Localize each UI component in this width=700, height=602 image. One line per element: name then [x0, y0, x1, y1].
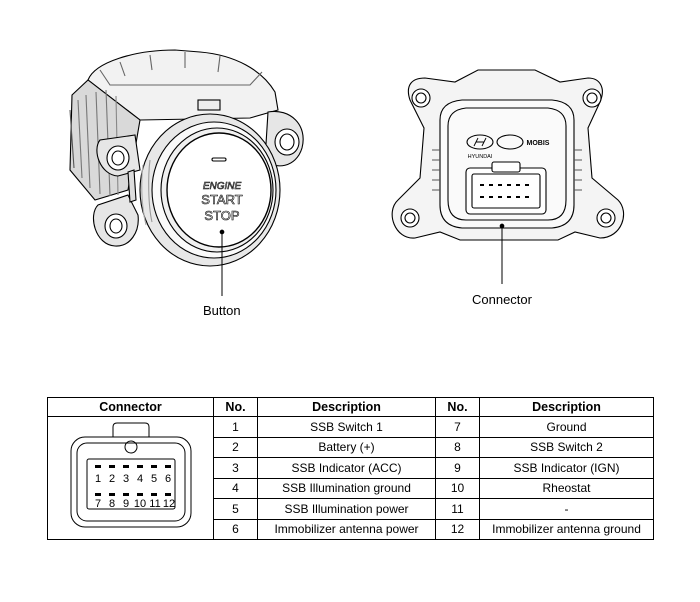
table-row: 5 SSB Illumination power 11 -: [48, 498, 654, 520]
pin-label: 5: [150, 473, 156, 485]
pin-description: Ground: [479, 416, 654, 438]
pin-label: 11: [149, 498, 160, 510]
table-row: 6 Immobilizer antenna power 12 Immobiliz…: [48, 518, 654, 540]
table-row: 1 2 3 4 5 6 7 8 9 10 11 12 1: [47, 416, 654, 540]
header-no-b: No.: [435, 397, 480, 417]
table-row: 2 Battery (+) 8 SSB Switch 2: [48, 436, 654, 458]
header-no-a: No.: [213, 397, 258, 417]
pin-label: 12: [162, 498, 174, 510]
button-face-line2: START: [201, 192, 242, 207]
table-header-row: Connector No. Description No. Descriptio…: [47, 397, 654, 417]
start-stop-switch-drawing: [69, 49, 304, 296]
pin-description: SSB Illumination ground: [257, 477, 436, 499]
pin-description: Immobilizer antenna ground: [479, 518, 654, 540]
pin-number: 9: [435, 457, 480, 479]
table-row: 3 SSB Indicator (ACC) 9 SSB Indicator (I…: [48, 457, 654, 479]
pin-number: 10: [435, 477, 480, 499]
connector-rear-drawing: [391, 69, 625, 284]
button-face-line3: STOP: [204, 208, 239, 223]
illustration: ENGINE START STOP HYUNDAI MOBIS: [69, 49, 625, 296]
pin-label: 9: [122, 498, 128, 510]
pin-number: 5: [213, 498, 258, 520]
header-description-a: Description: [257, 397, 436, 417]
connector-pinout-diagram: 1 2 3 4 5 6 7 8 9 10 11 12: [70, 422, 191, 527]
connector-brand-hyundai: HYUNDAI: [468, 154, 493, 160]
connector-pinout-cell: 1 2 3 4 5 6 7 8 9 10 11 12: [47, 416, 214, 540]
pin-number: 1: [213, 416, 258, 438]
connector-pin-table: Connector No. Description No. Descriptio…: [47, 397, 654, 540]
header-description-b: Description: [479, 397, 654, 417]
pin-label: 4: [136, 473, 142, 485]
pin-description: -: [479, 498, 654, 520]
pin-description: Rheostat: [479, 477, 654, 499]
connector-label: Connector: [472, 292, 532, 307]
button-label: Button: [203, 303, 241, 318]
pin-number: 3: [213, 457, 258, 479]
pin-label: 1: [94, 473, 100, 485]
pin-description: SSB Illumination power: [257, 498, 436, 520]
pin-label: 2: [108, 473, 114, 485]
pin-label: 7: [94, 498, 100, 510]
pin-number: 7: [435, 416, 480, 438]
pin-description: SSB Indicator (ACC): [257, 457, 436, 479]
pin-description: SSB Switch 1: [257, 416, 436, 438]
pin-label: 3: [122, 473, 128, 485]
pin-label: 10: [133, 498, 145, 510]
pin-number: 6: [213, 518, 258, 540]
pin-description: SSB Switch 2: [479, 436, 654, 458]
pin-label: 6: [164, 473, 170, 485]
pin-label: 8: [108, 498, 114, 510]
pin-description: Immobilizer antenna power: [257, 518, 436, 540]
pin-description: SSB Indicator (IGN): [479, 457, 654, 479]
connector-brand-mobis: MOBIS: [527, 140, 550, 147]
pin-number: 11: [435, 498, 480, 520]
pin-number: 12: [435, 518, 480, 540]
pin-number: 4: [213, 477, 258, 499]
button-face-line1: ENGINE: [203, 181, 242, 192]
pin-number: 8: [435, 436, 480, 458]
pin-number: 2: [213, 436, 258, 458]
pin-description: Battery (+): [257, 436, 436, 458]
header-connector: Connector: [47, 397, 214, 417]
